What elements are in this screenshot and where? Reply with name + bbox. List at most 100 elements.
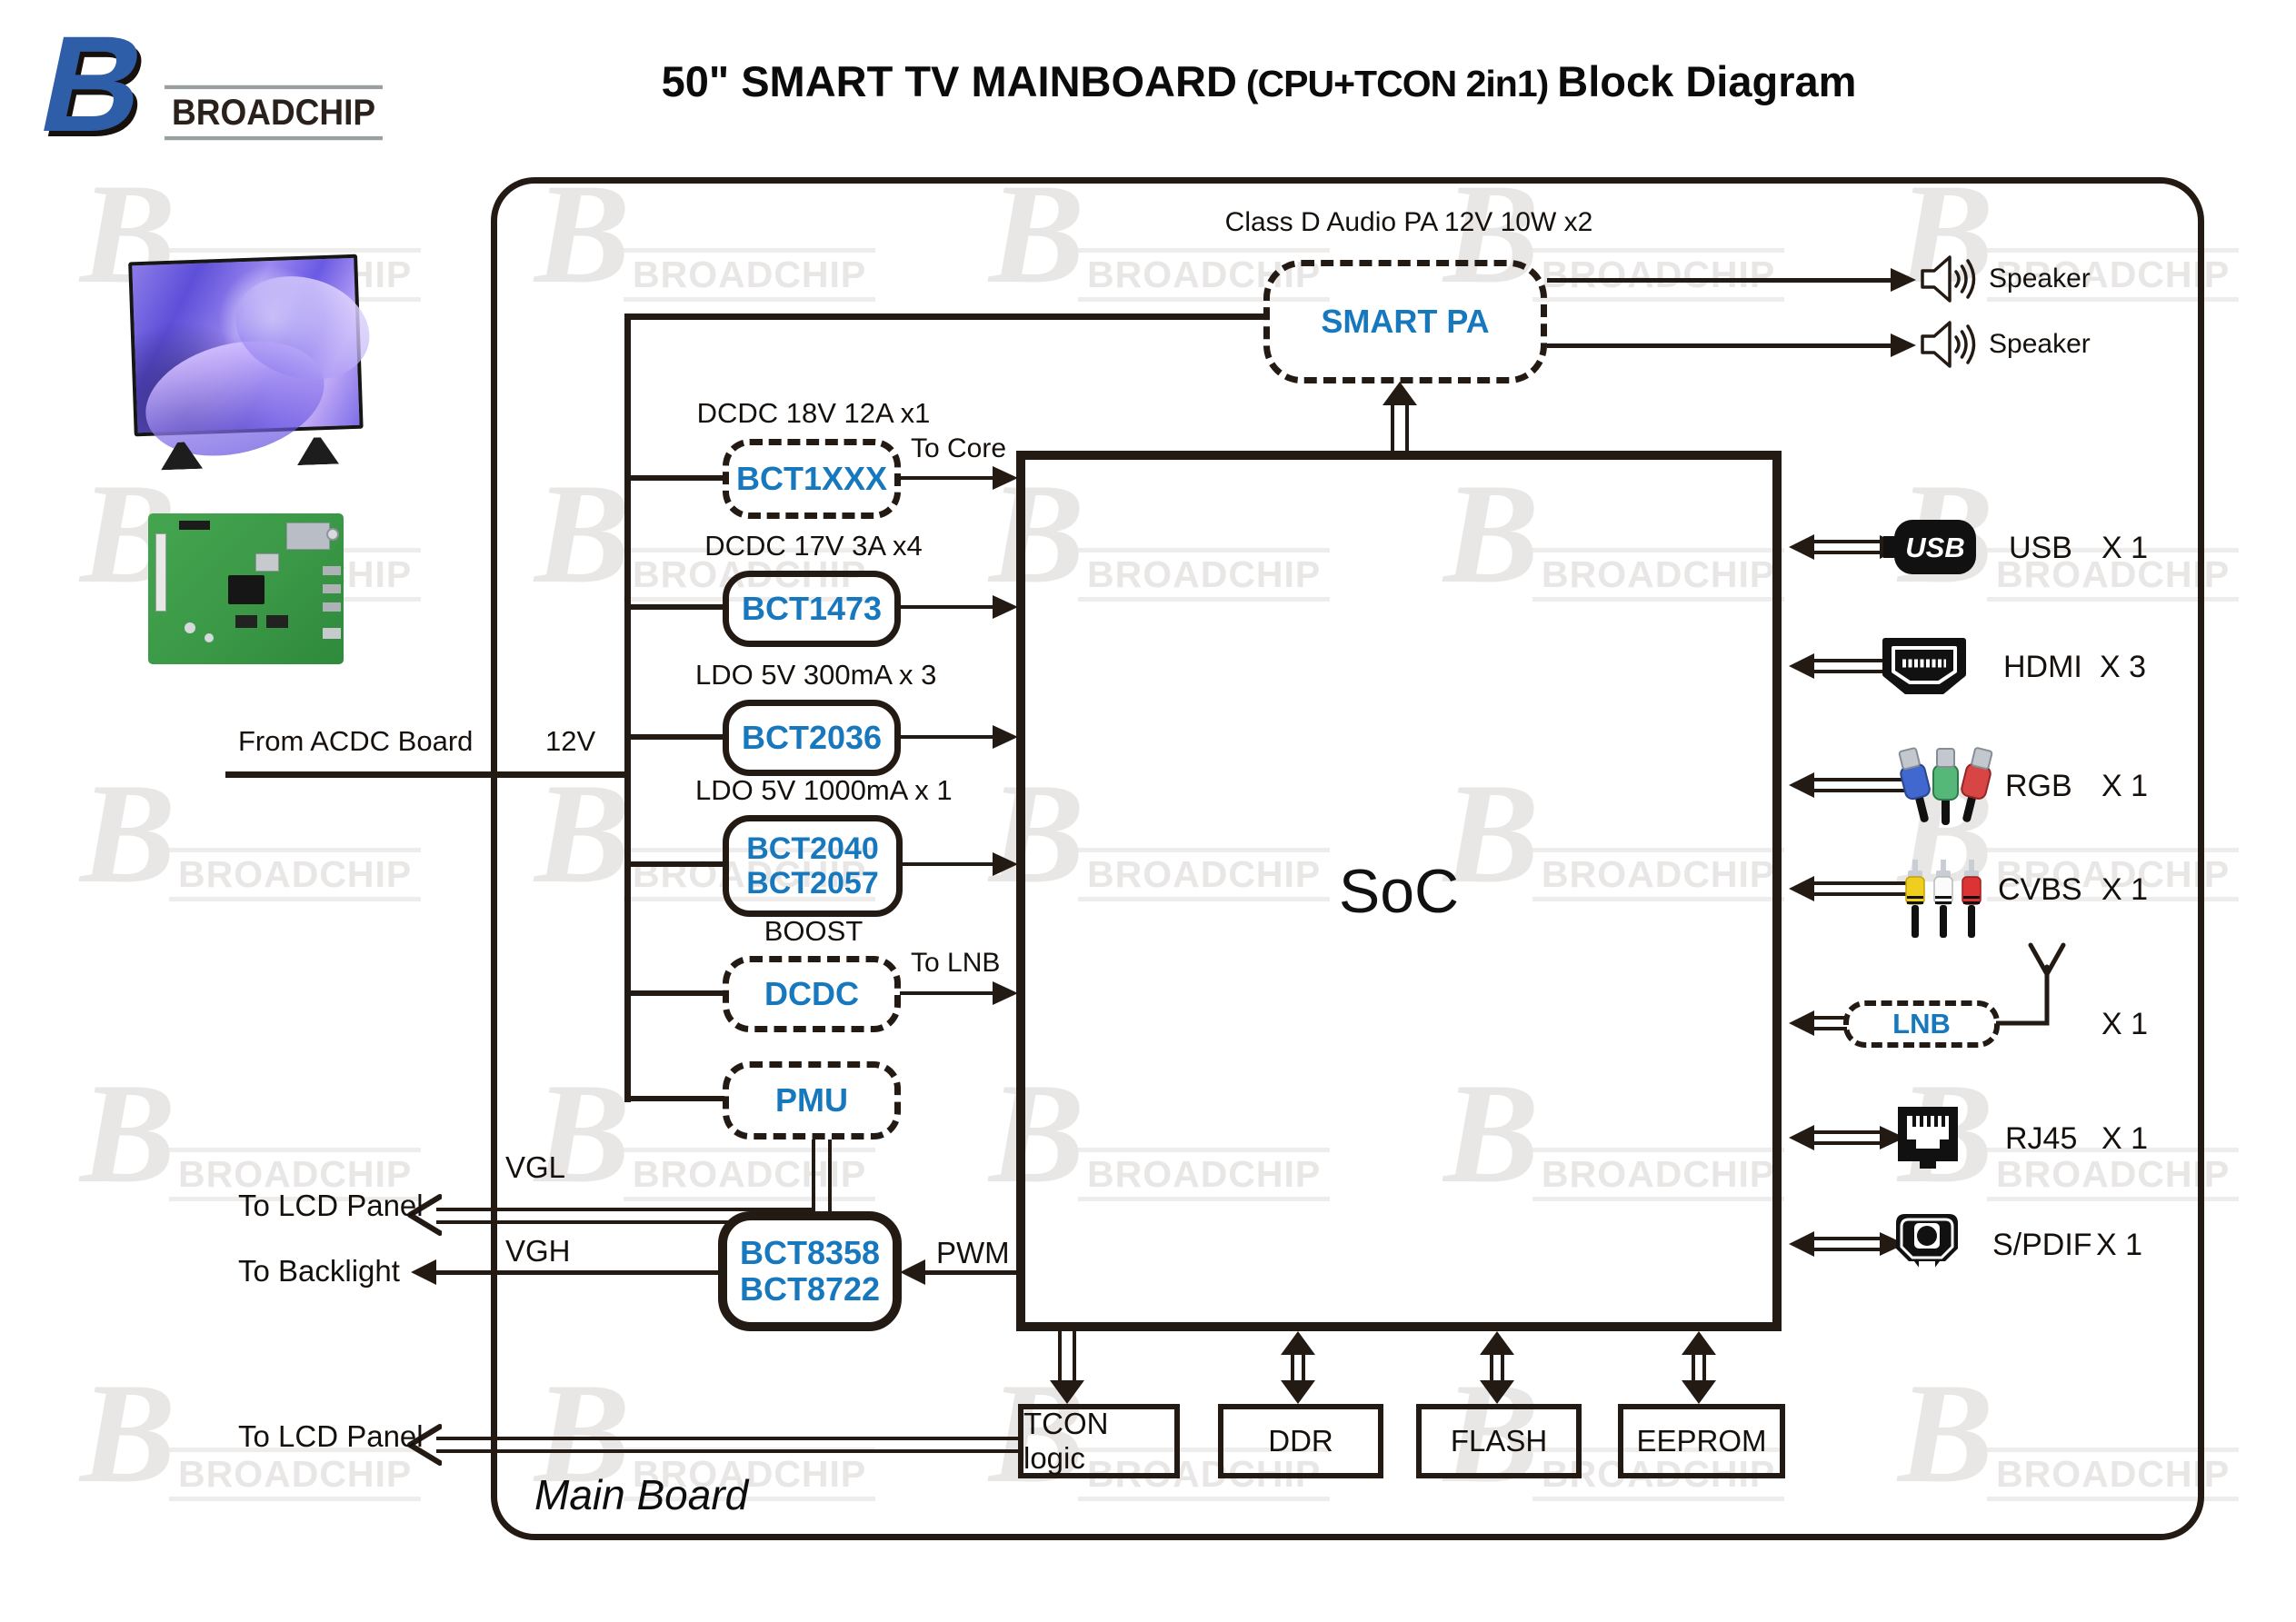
wire-vgl	[812, 1139, 815, 1211]
arrow-head	[993, 725, 1018, 749]
broadchip-logo-text: BROADCHIP	[165, 85, 384, 141]
arrow-head-open	[407, 1424, 442, 1466]
title-main: 50" SMART TV MAINBOARD	[661, 57, 1237, 105]
arrow-head	[1050, 1380, 1084, 1404]
arrow-head	[993, 852, 1018, 876]
to-core-label: To Core	[911, 433, 1007, 463]
soc-block: SoC	[1016, 451, 1782, 1331]
port-arrow-shaft	[1814, 1027, 1847, 1030]
port-count: X 1	[2101, 769, 2149, 803]
lnb-label: LNB	[1892, 1007, 1951, 1040]
tcon-arrow-shaft	[1073, 1331, 1076, 1382]
flash-label: FLASH	[1450, 1424, 1548, 1458]
tcon-arrow-shaft	[1058, 1331, 1062, 1382]
wire-pwm	[923, 1270, 1016, 1275]
block-type-label: DCDC 18V 12A x1	[696, 397, 931, 429]
vgh-label: VGH	[505, 1234, 571, 1268]
arrow-head	[1281, 1380, 1315, 1404]
flash-block: FLASH	[1416, 1404, 1582, 1478]
pcb-ram-chip	[266, 615, 288, 628]
pcb-cap	[205, 633, 214, 642]
wire-pa-feed	[624, 313, 1265, 320]
block-type-label: LDO 5V 1000mA x 1	[695, 774, 953, 806]
arrow-head-open	[407, 1194, 442, 1236]
pcb-header	[179, 521, 210, 530]
arrow-head	[411, 1259, 436, 1285]
acdc-source-label: From ACDC Board	[238, 725, 474, 757]
port-arrow-shaft	[1814, 789, 1907, 792]
arrow-head	[1891, 268, 1916, 292]
chip-pmu: PMU	[723, 1061, 901, 1139]
cvbs-av-icon	[1905, 860, 1982, 938]
wire-stub	[627, 990, 724, 996]
title-paren: (CPU+TCON 2in1)	[1245, 63, 1549, 104]
speaker-label: Speaker	[1989, 329, 2091, 359]
arrow-head	[1789, 1125, 1814, 1150]
eeprom-block: EEPROM	[1618, 1404, 1785, 1478]
port-label: S/PDIF	[1992, 1228, 2092, 1262]
wire-stub	[627, 1096, 724, 1101]
port-arrow-shaft	[1814, 670, 1907, 673]
arrow-head	[1789, 772, 1814, 798]
rgb-component-icon	[1898, 747, 1993, 825]
spdif-optical-icon	[1896, 1214, 1958, 1269]
chip-smart-pa: SMART PA	[1263, 260, 1547, 383]
chip-name: BCT1XXX	[735, 459, 888, 497]
wire-stub	[627, 475, 724, 481]
arrow-head	[900, 1259, 925, 1285]
pwm-label: PWM	[936, 1236, 1010, 1269]
chip-bct1xxx: BCT1XXX	[723, 439, 901, 519]
port-count: X 3	[2100, 650, 2147, 684]
arrow-shaft	[900, 605, 994, 609]
pcb-hdmi-port	[323, 566, 341, 575]
chip-bct2040-bct2057: BCT2040 BCT2057	[723, 815, 903, 917]
chip-name: BCT2036	[741, 718, 883, 756]
antenna-icon	[1996, 942, 2066, 1026]
chip-name: PMU	[775, 1080, 848, 1119]
broadchip-logo-icon: B B	[28, 20, 164, 161]
chip-name: BCT8722	[739, 1270, 881, 1308]
chip-bct8358-bct8722: BCT8358 BCT8722	[718, 1211, 902, 1331]
mainboard-outline	[491, 177, 2204, 1540]
tcon-logic-label: TCON logic	[1023, 1407, 1109, 1475]
chip-name: BCT8358	[739, 1233, 881, 1271]
chip-name: SMART PA	[1321, 302, 1490, 340]
pcb-hdmi-port	[323, 602, 341, 612]
ddr-block: DDR	[1218, 1404, 1383, 1478]
port-label: CVBS	[1998, 872, 2082, 907]
wire-vgl	[436, 1208, 815, 1211]
arrow-head	[1789, 534, 1814, 560]
port-count: X 1	[2101, 531, 2149, 565]
port-label: RJ45	[2005, 1121, 2078, 1156]
port-arrow-shaft	[1814, 881, 1907, 885]
flash-arrow-shaft	[1490, 1353, 1493, 1382]
wire-12v	[225, 771, 627, 778]
arrow-head	[1682, 1331, 1716, 1355]
pa-type-label: Class D Audio PA 12V 10W x2	[1224, 207, 1593, 237]
wire-tcon-lcd	[436, 1449, 1018, 1453]
vgl-label: VGL	[505, 1150, 566, 1184]
eeprom-arrow-shaft	[1702, 1353, 1706, 1382]
ddr-arrow-shaft	[1302, 1353, 1305, 1382]
arrow-head	[1682, 1380, 1716, 1404]
speaker-icon	[1921, 321, 1976, 368]
to-lnb-label: To LNB	[911, 948, 1001, 978]
arrow-head	[1480, 1331, 1514, 1355]
port-arrow-shaft	[1814, 1130, 1882, 1134]
arrow-shaft	[900, 476, 994, 480]
eeprom-label: EEPROM	[1636, 1424, 1767, 1458]
arrow-head	[1281, 1331, 1315, 1355]
port-arrow-shaft	[1814, 1248, 1882, 1251]
block-type-label: LDO 5V 300mA x 3	[695, 659, 937, 691]
wire-power-bus	[624, 313, 631, 1102]
lnb-block: LNB	[1843, 1000, 2000, 1048]
usb-connector-icon: USB	[1883, 520, 1976, 574]
to-lcd-panel-label: To LCD Panel	[238, 1189, 424, 1222]
speaker-icon	[1921, 255, 1976, 303]
wire-stub	[627, 604, 724, 610]
arrow-head	[993, 595, 1018, 619]
chip-name: BCT2040	[746, 831, 879, 866]
wire-stub	[627, 861, 724, 867]
wire-vgh	[436, 1220, 832, 1224]
